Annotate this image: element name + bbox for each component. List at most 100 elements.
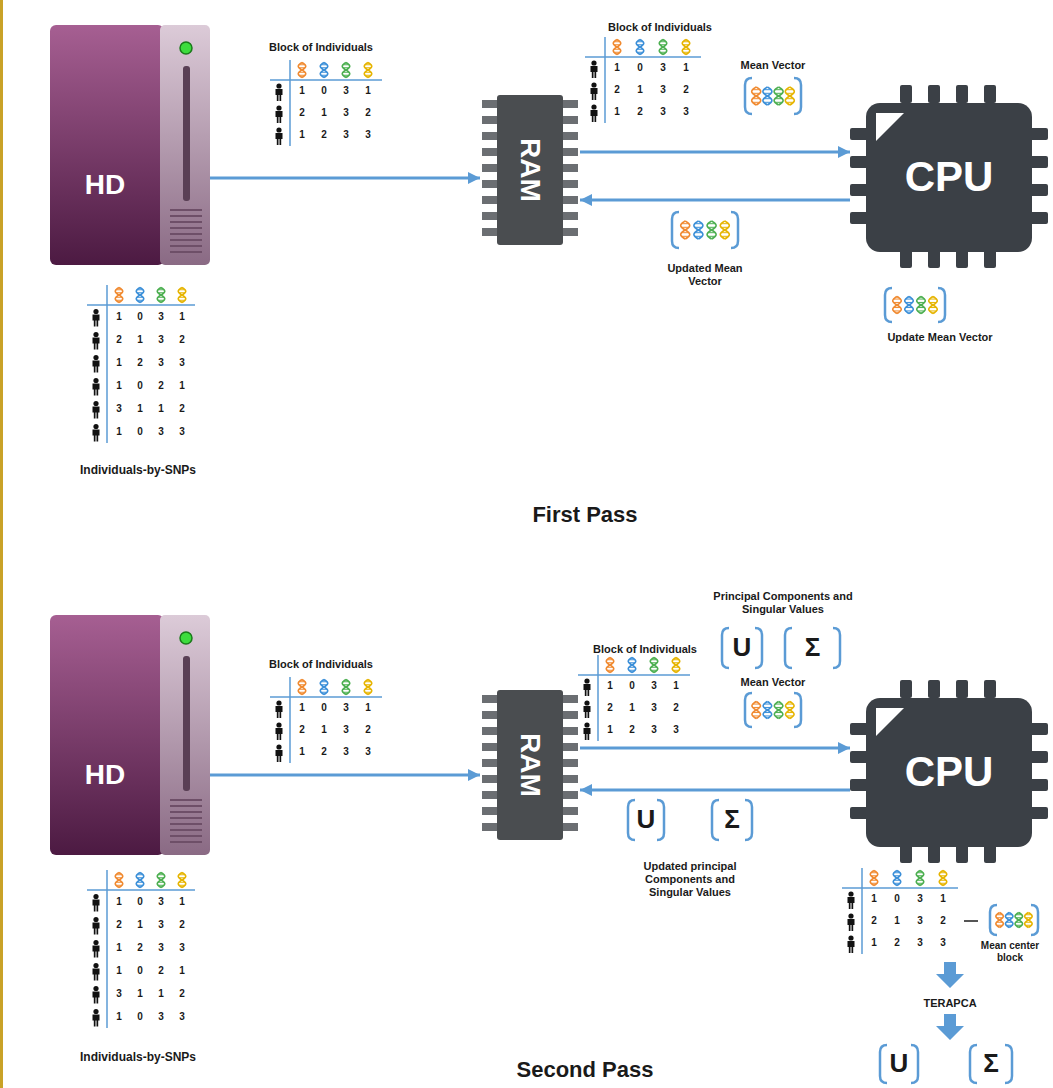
dna-rung	[179, 297, 185, 298]
matrix-symbol: U	[637, 804, 656, 835]
dna-rung	[940, 875, 946, 876]
dna-strand	[893, 297, 902, 314]
hd-grill	[170, 823, 202, 825]
dna-rung	[775, 704, 782, 705]
dna-rung	[1016, 914, 1022, 915]
dna-strand	[905, 297, 914, 314]
dna-rung	[894, 302, 901, 303]
dna-rung	[930, 307, 937, 308]
ram-pin	[482, 823, 497, 831]
bracket-right	[794, 78, 801, 114]
table-cell: 0	[894, 893, 900, 905]
table-cell: 1	[299, 746, 305, 758]
dna-rung	[1006, 922, 1012, 923]
table-cell: 2	[321, 746, 327, 758]
table-cell: 2	[299, 107, 305, 119]
dna-rung	[871, 883, 877, 884]
table-cell: 1	[137, 334, 143, 346]
ram-pin	[563, 116, 578, 124]
dna-strand	[939, 871, 947, 886]
dna-rung	[637, 41, 643, 42]
dna-rung	[321, 75, 327, 76]
dna-strand	[157, 288, 165, 303]
dna-rung	[786, 89, 793, 90]
ram-pin	[563, 100, 578, 108]
bracket-left	[970, 1045, 977, 1083]
dna-strand	[115, 288, 123, 303]
person-head	[276, 105, 281, 110]
person-body	[591, 110, 598, 122]
bracket-left	[885, 288, 892, 322]
person-body	[591, 66, 598, 78]
cpu-pin	[984, 680, 996, 698]
table-rule	[289, 677, 291, 763]
dna-rung	[1016, 917, 1022, 918]
memory-chip: RAM	[480, 95, 580, 245]
person-icon	[93, 401, 100, 419]
table-cell: 1	[321, 107, 327, 119]
dna-rung	[299, 692, 305, 693]
dna-rung	[137, 874, 143, 875]
dna-strand	[636, 40, 644, 55]
dna-rung	[614, 41, 620, 42]
dna-icon	[298, 680, 306, 695]
dna-strand	[342, 63, 350, 78]
dna-icon	[774, 87, 783, 105]
person-icon	[93, 309, 100, 327]
table-cell: 2	[158, 965, 164, 977]
dna-icon	[785, 87, 794, 105]
bracket	[745, 78, 801, 114]
dna-rung	[1025, 914, 1031, 915]
dna-rung	[764, 102, 771, 103]
dna-strand	[682, 40, 690, 55]
table-cell: 3	[343, 129, 349, 141]
dna-rung	[116, 874, 122, 875]
dna-strand	[752, 702, 761, 719]
bracket-right	[938, 288, 945, 322]
dna-rung	[930, 299, 937, 300]
table-rule	[270, 696, 382, 698]
bracket	[990, 905, 1038, 935]
dna-rung	[365, 681, 371, 682]
dna-rung	[365, 684, 371, 685]
dna-rung	[775, 93, 782, 94]
dna-rung	[158, 885, 164, 886]
person-body	[584, 706, 591, 718]
dna-icon	[763, 702, 772, 719]
dna-rung	[997, 917, 1003, 918]
dna-rung	[1016, 922, 1022, 923]
cpu-pin	[850, 128, 868, 140]
cpu-pin	[984, 250, 996, 268]
bracket-right	[745, 800, 752, 840]
person-body	[276, 111, 283, 123]
ram-pin	[482, 180, 497, 188]
dna-rung	[158, 877, 164, 878]
dna-strand	[628, 658, 636, 673]
dna-rung	[116, 885, 122, 886]
dna-strand	[364, 680, 372, 695]
person-icon	[93, 940, 100, 958]
cpu-pin	[850, 156, 868, 168]
cpu-pin	[956, 680, 968, 698]
dna-rung	[753, 102, 760, 103]
dna-rung	[786, 715, 793, 716]
dna-rung	[682, 236, 689, 237]
dna-rung	[365, 67, 371, 68]
dna-rung	[651, 659, 657, 660]
table-caption: Individuals-by-SNPs	[80, 463, 196, 477]
table-cell: 1	[137, 988, 143, 1000]
person-head	[93, 355, 98, 360]
table-cell: 3	[158, 311, 164, 323]
ram-body	[497, 95, 563, 245]
table-cell: 2	[629, 724, 635, 736]
dna-strand	[342, 63, 350, 78]
dna-strand	[1005, 913, 1013, 928]
bracket-left	[880, 1045, 887, 1083]
vector-label: Update Mean Vector	[887, 331, 992, 344]
dna-icon	[115, 873, 123, 888]
dna-rung	[158, 300, 164, 301]
dna-rung	[321, 689, 327, 690]
dna-rung	[917, 880, 923, 881]
dna-icon	[320, 680, 328, 695]
